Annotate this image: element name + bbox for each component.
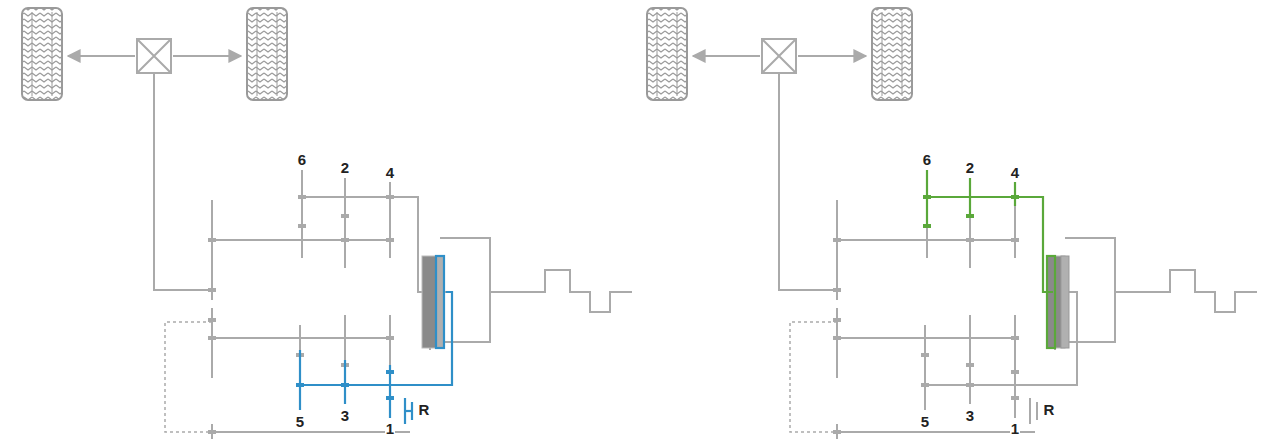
gear-number: 3	[965, 408, 975, 424]
gear-number: 5	[295, 414, 305, 430]
gear-number: 1	[385, 421, 395, 437]
gear-number: 4	[385, 165, 395, 181]
gear-number: 4	[1010, 165, 1020, 181]
gear-number: 2	[340, 160, 350, 176]
odd-gear-path	[296, 256, 452, 424]
gear-number: 6	[922, 152, 932, 168]
even-gear-path	[923, 170, 1055, 348]
gear-number: 6	[297, 152, 307, 168]
gear-number: 1	[1010, 421, 1020, 437]
gear-number: 5	[920, 414, 930, 430]
gear-number: R	[418, 402, 431, 418]
gear-number: 3	[340, 408, 350, 424]
gear-number: R	[1043, 402, 1056, 418]
gear-number: 2	[965, 160, 975, 176]
